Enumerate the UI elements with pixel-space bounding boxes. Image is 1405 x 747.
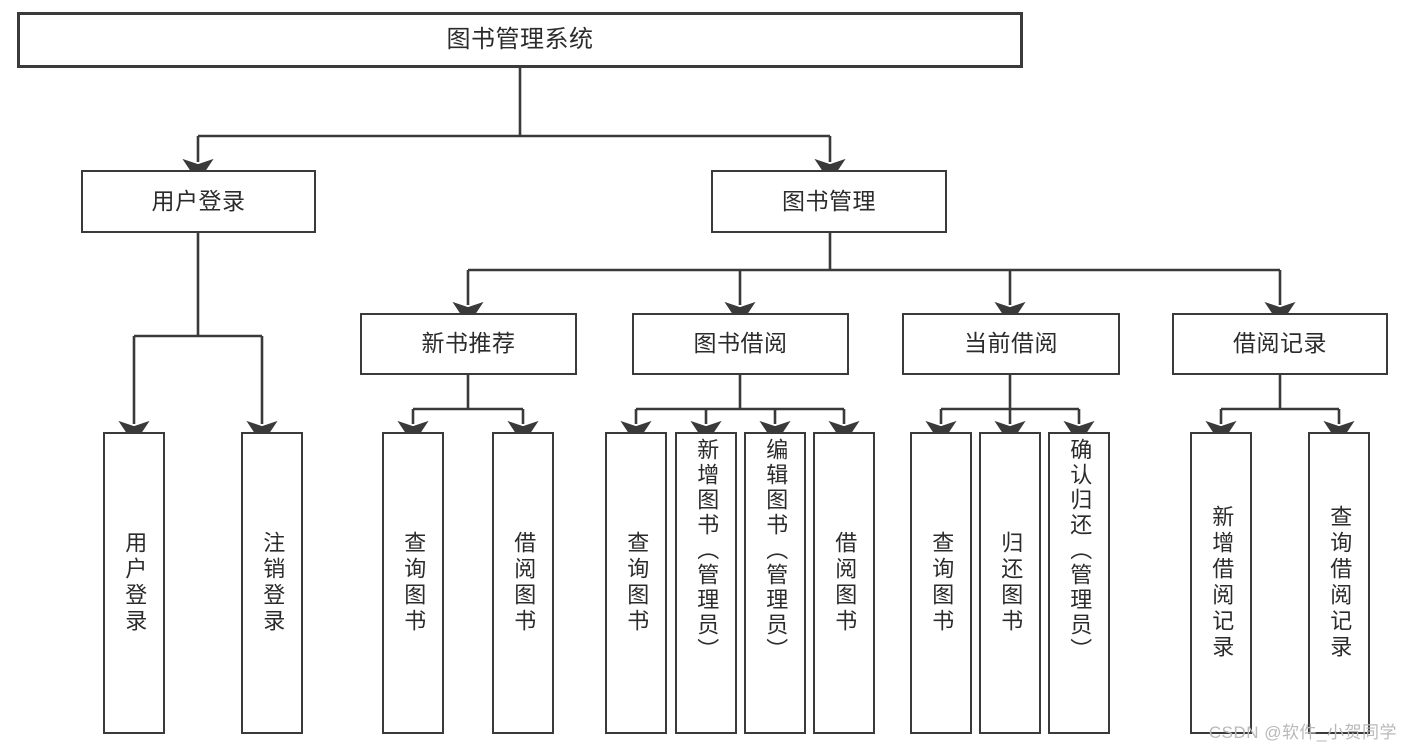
node-leaf-query-record[interactable]: 查询借阅记录 xyxy=(1308,432,1370,734)
node-leaf-borrow-book-2-label: 借阅图书 xyxy=(832,531,858,635)
node-user-login-label: 用户登录 xyxy=(151,187,246,214)
node-leaf-add-book[interactable]: 新增图书（管理员） xyxy=(675,432,737,734)
node-current-borrow-label: 当前借阅 xyxy=(964,330,1058,357)
node-root[interactable]: 图书管理系统 xyxy=(17,12,1023,68)
node-book-borrow-label: 图书借阅 xyxy=(693,330,788,357)
node-leaf-edit-book-label: 编辑图书（管理员） xyxy=(763,438,789,663)
node-leaf-confirm-return-label: 确认归还（管理员） xyxy=(1067,438,1093,663)
node-leaf-borrow-book-2[interactable]: 借阅图书 xyxy=(813,432,875,734)
node-book-manage[interactable]: 图书管理 xyxy=(711,170,947,233)
node-leaf-user-login[interactable]: 用户登录 xyxy=(103,432,165,734)
node-new-book-rec-label: 新书推荐 xyxy=(421,330,516,357)
node-leaf-confirm-return[interactable]: 确认归还（管理员） xyxy=(1048,432,1110,734)
node-borrow-record[interactable]: 借阅记录 xyxy=(1172,313,1388,375)
node-leaf-add-record[interactable]: 新增借阅记录 xyxy=(1190,432,1252,734)
watermark-text: CSDN @软件_小贺同学 xyxy=(1208,723,1397,742)
node-leaf-query-record-label: 查询借阅记录 xyxy=(1327,505,1353,661)
node-leaf-borrow-book-1[interactable]: 借阅图书 xyxy=(492,432,554,734)
node-user-login[interactable]: 用户登录 xyxy=(81,170,316,233)
node-book-borrow[interactable]: 图书借阅 xyxy=(632,313,849,375)
node-leaf-query-book-2[interactable]: 查询图书 xyxy=(605,432,667,734)
node-leaf-edit-book[interactable]: 编辑图书（管理员） xyxy=(744,432,806,734)
node-root-label: 图书管理系统 xyxy=(446,25,594,53)
node-leaf-query-book-1-label: 查询图书 xyxy=(401,531,427,635)
node-leaf-query-book-3-label: 查询图书 xyxy=(929,531,955,635)
node-leaf-borrow-book-1-label: 借阅图书 xyxy=(511,531,537,635)
node-leaf-add-record-label: 新增借阅记录 xyxy=(1209,505,1235,661)
node-leaf-return-book[interactable]: 归还图书 xyxy=(979,432,1041,734)
node-new-book-rec[interactable]: 新书推荐 xyxy=(360,313,577,375)
node-book-manage-label: 图书管理 xyxy=(782,187,876,214)
node-leaf-user-login-label: 用户登录 xyxy=(122,531,148,635)
node-leaf-return-book-label: 归还图书 xyxy=(998,531,1024,635)
node-leaf-query-book-1[interactable]: 查询图书 xyxy=(382,432,444,734)
node-leaf-logout[interactable]: 注销登录 xyxy=(241,432,303,734)
node-leaf-query-book-2-label: 查询图书 xyxy=(624,531,650,635)
node-current-borrow[interactable]: 当前借阅 xyxy=(902,313,1120,375)
node-borrow-record-label: 借阅记录 xyxy=(1233,330,1327,357)
node-leaf-add-book-label: 新增图书（管理员） xyxy=(694,438,720,663)
node-leaf-logout-label: 注销登录 xyxy=(260,531,286,635)
node-leaf-query-book-3[interactable]: 查询图书 xyxy=(910,432,972,734)
